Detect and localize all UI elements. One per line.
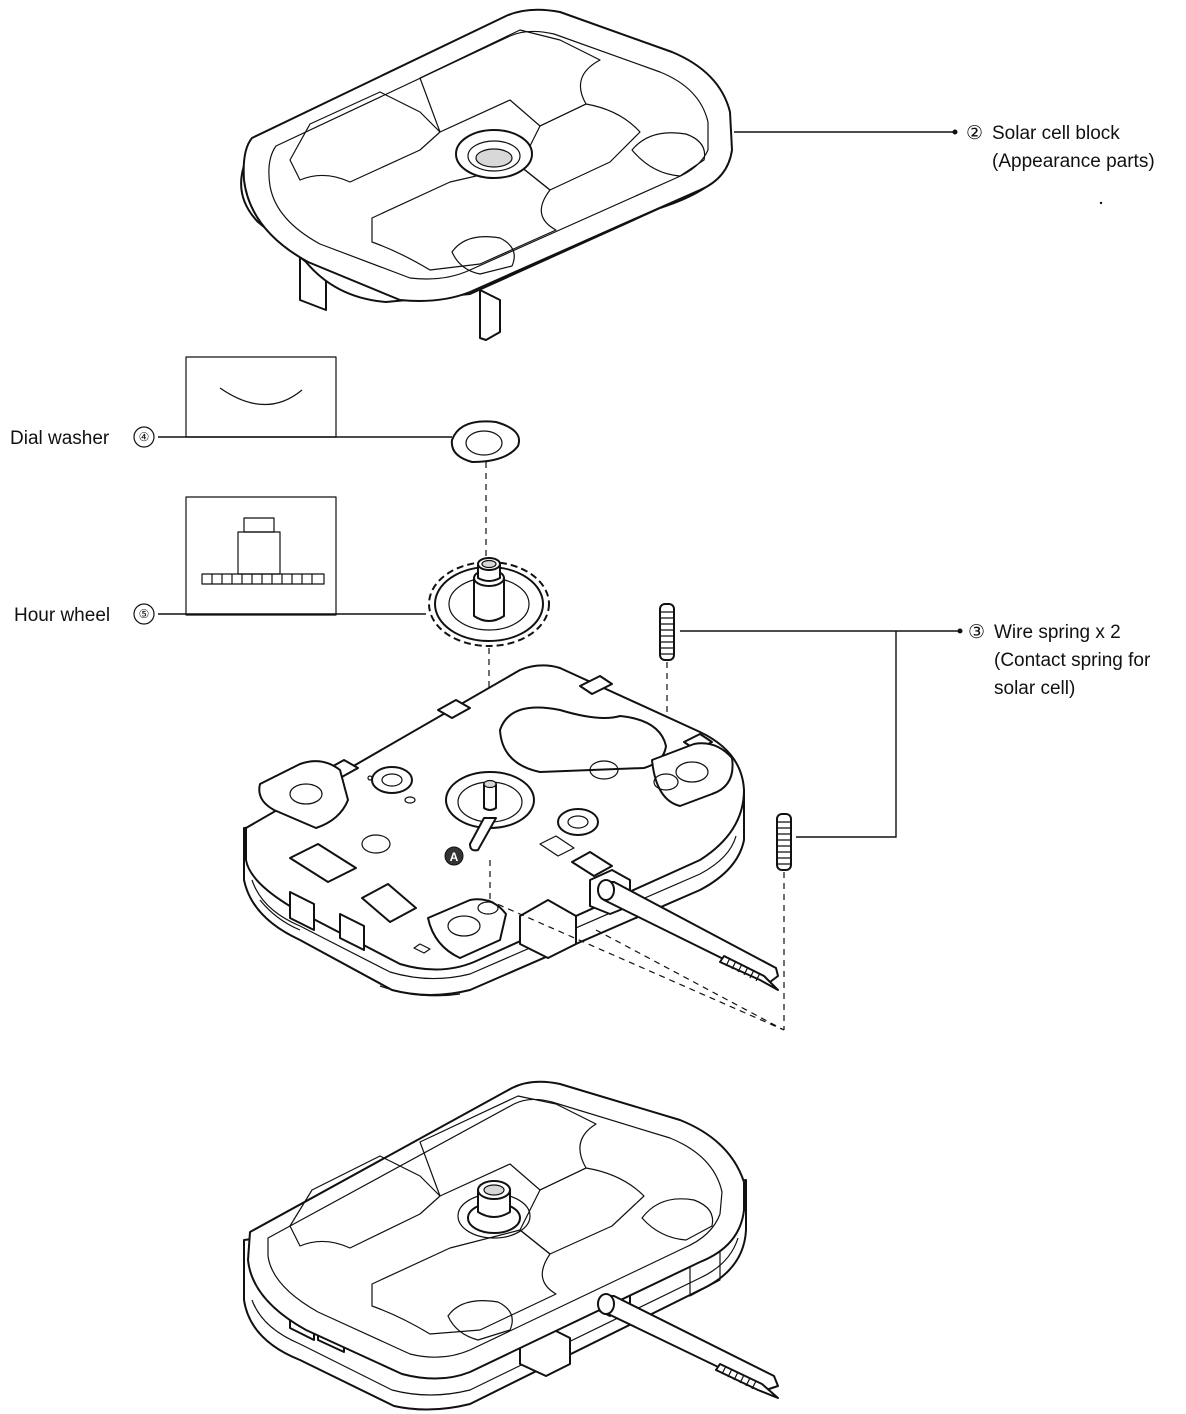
- label-contact-spring: (Contact spring for: [994, 650, 1151, 671]
- winding-stem-bottom: [597, 1293, 779, 1399]
- label-dial-washer: Dial washer: [10, 428, 110, 449]
- label-appearance-parts: (Appearance parts): [992, 151, 1155, 172]
- winding-stem: [597, 879, 779, 991]
- wire-spring-2: [776, 813, 792, 871]
- solar-cell-block: [240, 8, 733, 341]
- dial-washer-detail-box: [185, 356, 337, 438]
- wire-spring-1: [659, 603, 675, 661]
- dial-washer: [450, 420, 520, 463]
- label-hour-wheel-number: ⑤: [139, 607, 150, 621]
- marker-a: A: [450, 850, 459, 864]
- label-wire-spring: Wire spring x 2: [994, 622, 1121, 643]
- axis-movement: [487, 860, 785, 1031]
- label-solar-cell-block: Solar cell block: [992, 123, 1120, 144]
- label-dial-washer-number: ④: [139, 430, 150, 444]
- label-solar-cell-line: solar cell): [994, 678, 1075, 699]
- movement-module: A: [243, 664, 745, 997]
- assembled-module: [243, 1080, 747, 1411]
- label-solar-cell-number: ②: [966, 123, 983, 144]
- leader-wire-spring: [680, 630, 960, 838]
- hour-wheel: [428, 557, 550, 647]
- label-wire-spring-number: ③: [968, 622, 985, 643]
- hour-wheel-detail-box: [185, 496, 337, 616]
- label-hour-wheel: Hour wheel: [14, 605, 110, 626]
